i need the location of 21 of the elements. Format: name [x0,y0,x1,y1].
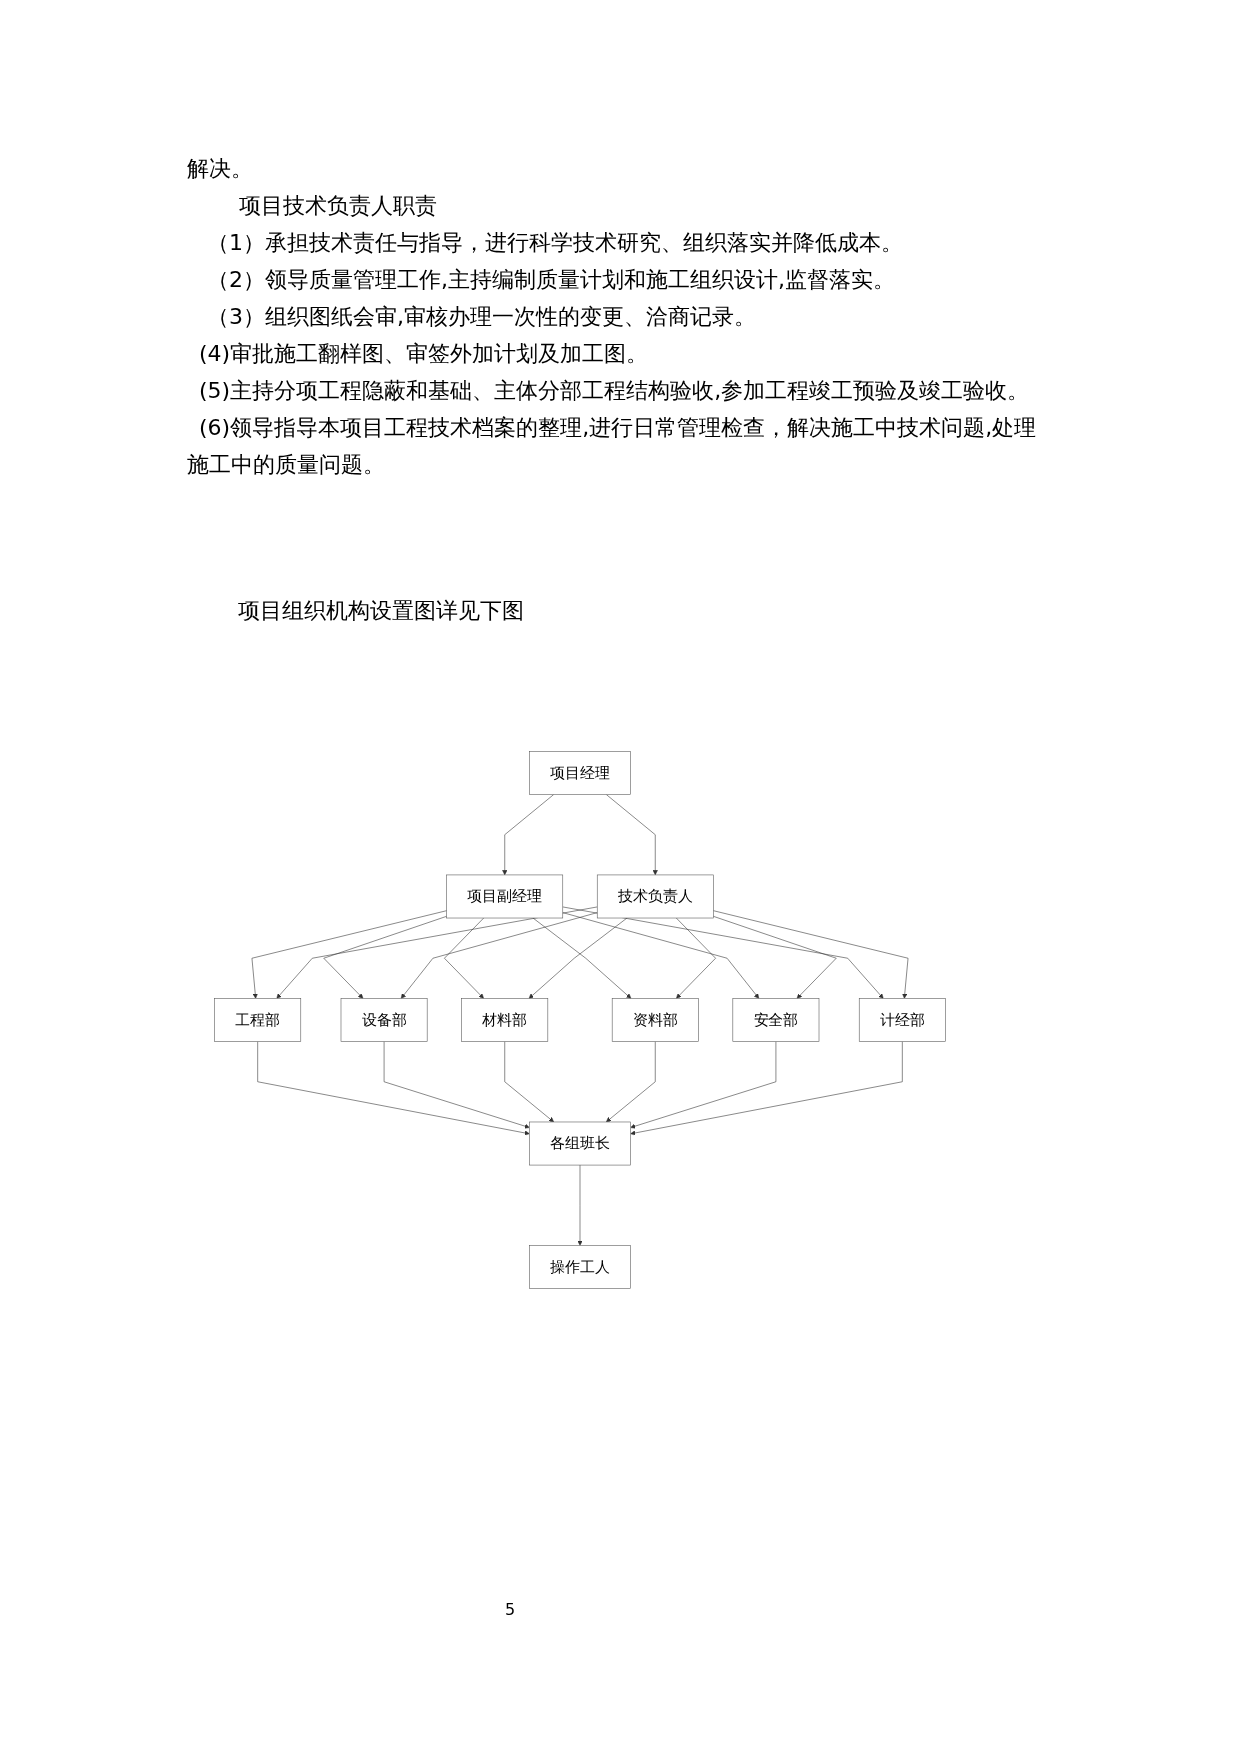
paragraph-text: (6)领导指导本项目工程技术档案的整理,进行日常管理检查，解决施工中技术问题,处理施工中的质量问题。 [187,414,1038,479]
org-box: 各组班长 [529,1121,631,1166]
paragraph-text: （2）领导质量管理工作,主持编制质量计划和施工组织设计,监督落实。 [206,266,896,294]
org-box: 资料部 [611,998,699,1042]
paragraph-text: 解决。 [187,155,254,183]
paragraph-text: (4)审批施工翻样图、审签外加计划及加工图。 [198,340,650,368]
paragraph-text: (5)主持分项工程隐蔽和基础、主体分部工程结构验收,参加工程竣工预验及竣工验收。 [198,377,1031,405]
org-box: 技术负责人 [596,874,714,919]
paragraph-text: （1）承担技术责任与指导，进行科学技术研究、组织落实并降低成本。 [206,229,904,257]
org-box: 材料部 [461,998,549,1042]
org-box: 计经部 [858,998,946,1042]
paragraph-text: （3）组织图纸会审,审核办理一次性的变更、洽商记录。 [206,303,757,331]
section-heading: 项目技术负责人职责 [238,192,438,220]
org-box: 项目经理 [529,751,631,795]
org-box: 安全部 [732,998,820,1042]
diagram-title: 项目组织机构设置图详见下图 [238,597,524,625]
page-number: 5 [505,1600,516,1619]
org-box: 工程部 [214,998,302,1042]
org-box: 操作工人 [529,1245,631,1289]
org-box: 项目副经理 [446,874,564,919]
org-box: 设备部 [340,998,428,1042]
